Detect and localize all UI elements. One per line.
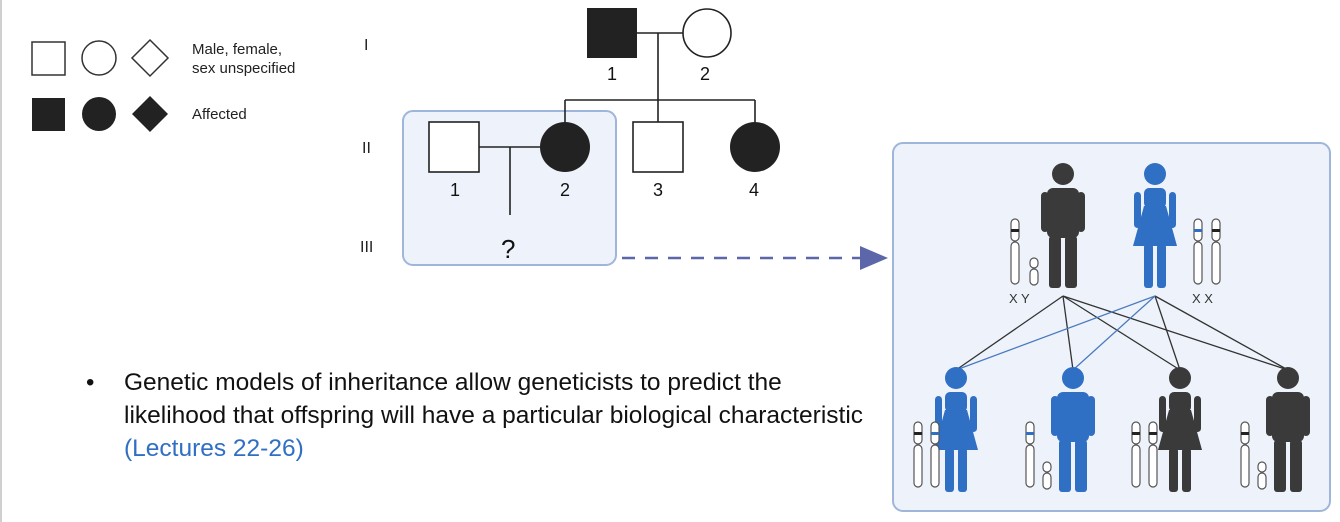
legend-male-icon: [31, 41, 66, 76]
lecture-reference: (Lectures 22-26): [124, 435, 304, 462]
legend-affected-unspecified-icon: [132, 96, 168, 132]
pedigree-individual-I-1: [587, 8, 637, 58]
legend-unspecified-icon: [130, 38, 170, 78]
offspring-1-chromosome-a: [913, 421, 923, 488]
generation-label-1: I: [364, 37, 368, 54]
label-I-2: 2: [700, 64, 710, 84]
offspring-1-chromosome-b: [930, 421, 940, 488]
father-sex-chromosomes-label: X Y: [1009, 291, 1030, 306]
label-II-2: 2: [560, 180, 570, 200]
offspring-4-chromosome-y: [1257, 461, 1267, 490]
label-I-1: 1: [607, 64, 617, 84]
pedigree-individual-II-1: [428, 121, 480, 173]
legend-label-affected: Affected: [192, 106, 247, 123]
father-x-chromosome: [1010, 218, 1020, 285]
legend-female-icon: [81, 40, 117, 76]
mother-x-chromosome-1: [1193, 218, 1203, 285]
bullet-point: •: [86, 369, 95, 396]
inheritance-panel: X Y X X: [892, 142, 1331, 512]
legend-label-symbols: Male, female,: [192, 41, 282, 58]
slide-border: [0, 0, 2, 522]
legend-label-symbols-2: sex unspecified: [192, 60, 295, 77]
offspring-2-chromosome-x: [1025, 421, 1035, 488]
dashed-arrow: [622, 246, 888, 270]
pedigree: I II III 1 2 1 2 3 4 ?: [360, 8, 780, 266]
bullet-main-text: Genetic models of inheritance allow gene…: [124, 369, 864, 429]
legend-affected-female-icon: [82, 97, 116, 131]
offspring-3-chromosome-a: [1131, 421, 1141, 488]
pedigree-individual-I-2: [682, 8, 732, 58]
generation-label-2: II: [362, 140, 371, 157]
cross-lines: [955, 295, 1289, 371]
legend-affected-male-icon: [32, 98, 65, 131]
pedigree-individual-II-2: [540, 122, 590, 172]
offspring-2-chromosome-y: [1042, 461, 1052, 490]
label-II-3: 3: [653, 180, 663, 200]
offspring-3-chromosome-b: [1148, 421, 1158, 488]
generation-label-3: III: [360, 239, 373, 256]
father-y-chromosome: [1029, 257, 1039, 286]
label-II-4: 4: [749, 180, 759, 200]
label-II-1: 1: [450, 180, 460, 200]
offspring-4-chromosome-x: [1240, 421, 1250, 488]
legend: Male, female, sex unspecified Affected: [31, 38, 295, 132]
pedigree-individual-II-3: [632, 121, 684, 173]
bullet-text: Genetic models of inheritance allow gene…: [124, 366, 864, 465]
mother-x-chromosome-2: [1211, 218, 1221, 285]
pedigree-unknown-offspring: ?: [501, 234, 515, 264]
mother-sex-chromosomes-label: X X: [1192, 291, 1213, 306]
pedigree-individual-II-4: [730, 122, 780, 172]
